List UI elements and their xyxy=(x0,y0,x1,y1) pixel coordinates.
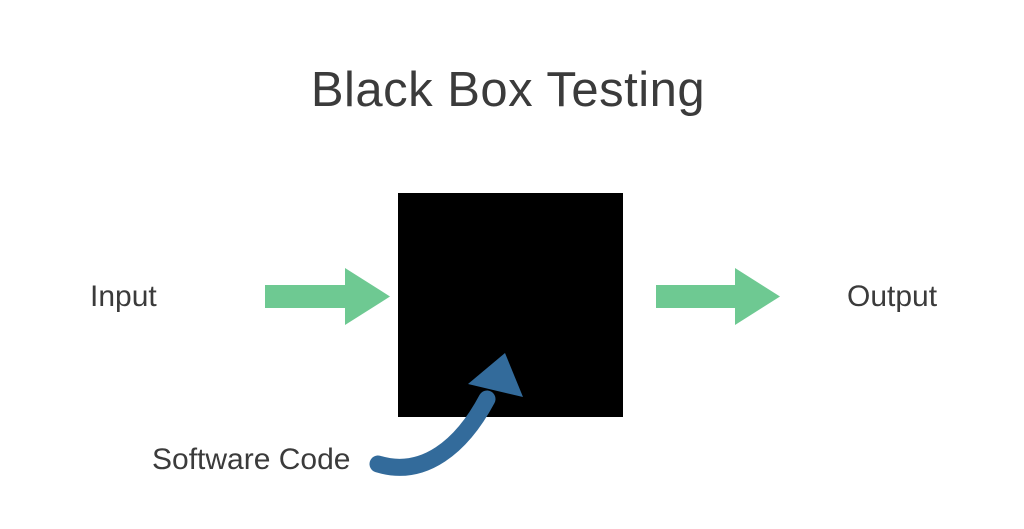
diagram-title: Black Box Testing xyxy=(310,63,706,117)
software-code-label: Software Code xyxy=(152,443,351,476)
input-right-arrow-icon xyxy=(265,268,390,325)
output-label: Output xyxy=(847,280,938,313)
output-right-arrow-icon xyxy=(656,268,780,325)
input-label: Input xyxy=(90,280,157,313)
software-code-curved-arrow-shaft xyxy=(369,390,496,476)
software-code-curved-arrowhead-icon xyxy=(468,353,523,397)
